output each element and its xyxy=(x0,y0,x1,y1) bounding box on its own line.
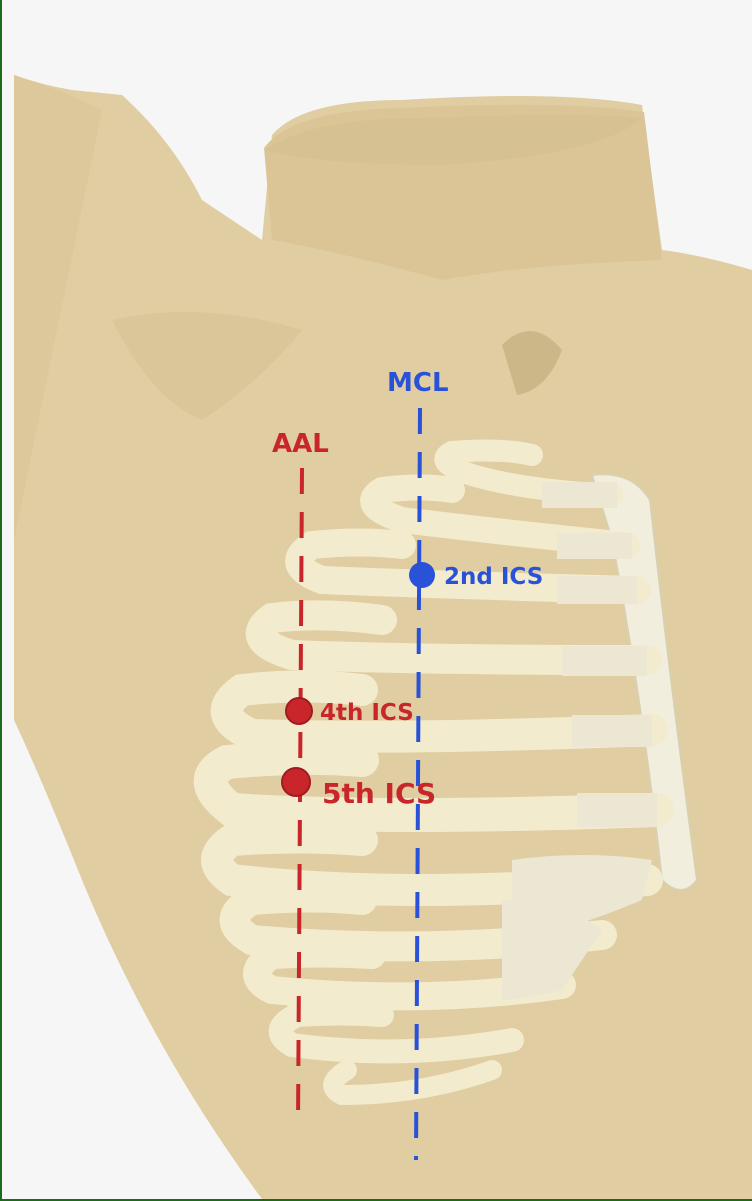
point-2nd-ics xyxy=(409,562,435,588)
point-4th-ics xyxy=(286,698,312,724)
ics4-label: 4th ICS xyxy=(320,700,414,726)
aal-label: AAL xyxy=(272,429,329,459)
mcl-label: MCL xyxy=(387,368,449,398)
ics5-label: 5th ICS xyxy=(322,777,436,810)
ics2-label: 2nd ICS xyxy=(444,564,543,590)
point-5th-ics xyxy=(282,768,310,796)
